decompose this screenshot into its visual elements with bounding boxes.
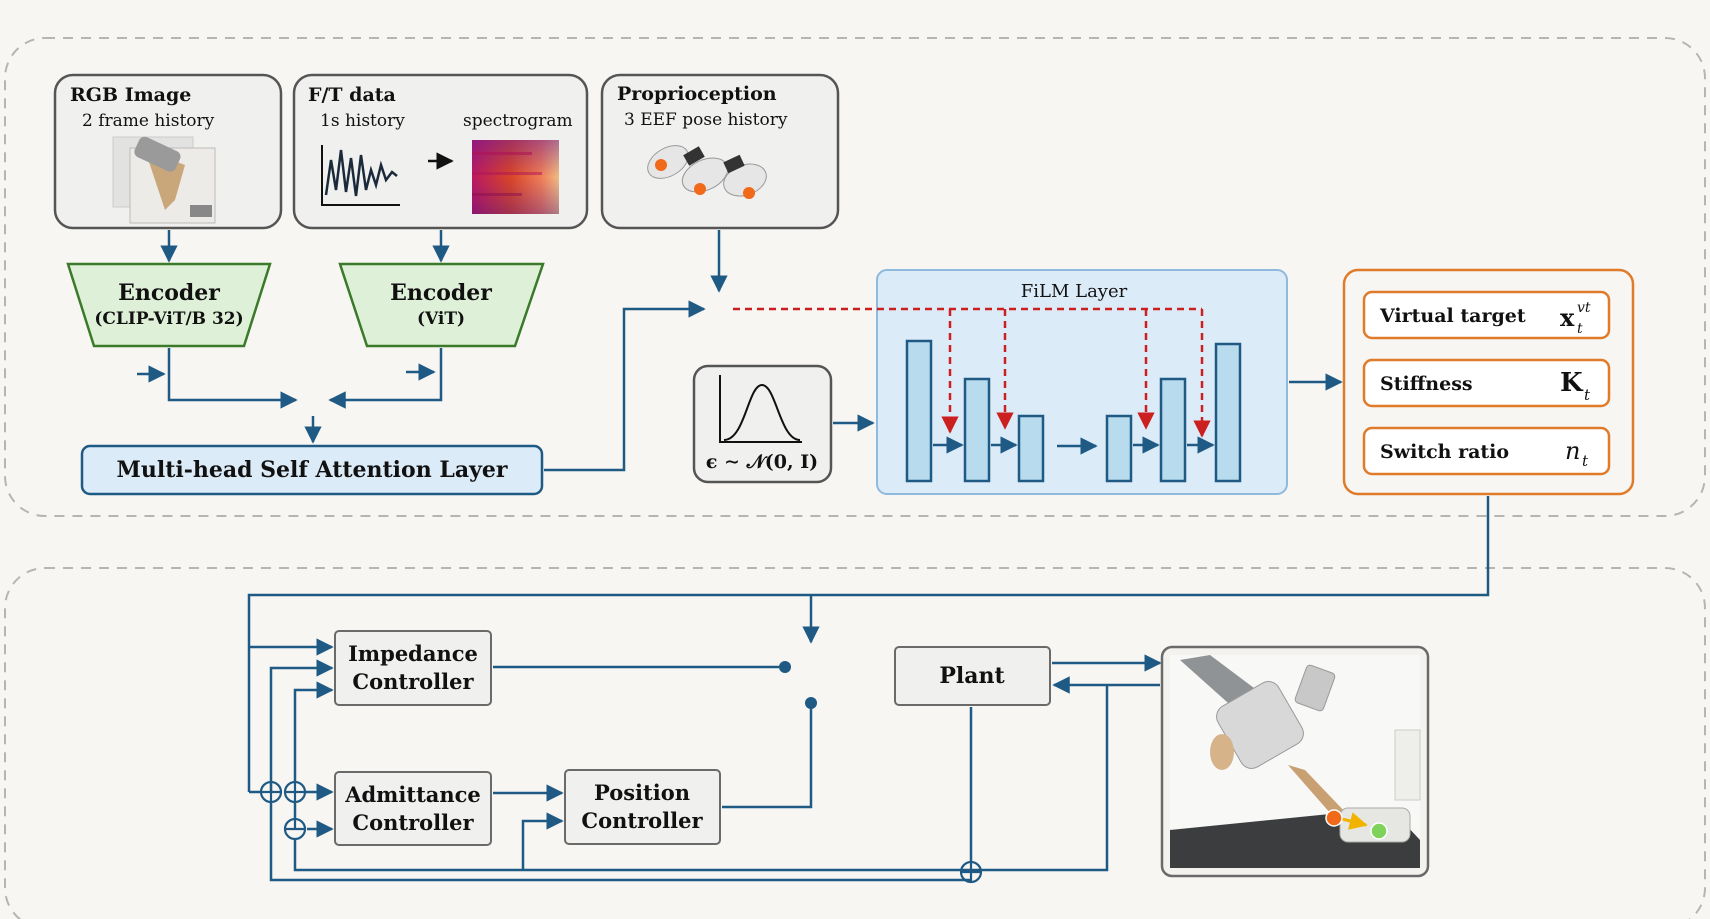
switch-contact-impedance [779, 661, 791, 673]
output-switch-ratio: Switch ratio n t [1362, 426, 1611, 476]
unet-blocks [905, 339, 1242, 483]
position-label-1: Position [594, 780, 690, 805]
vit-encoder: Encoder (ViT) [338, 262, 545, 348]
clip-encoder: Encoder (CLIP-ViT/B 32) [66, 262, 272, 348]
plant-block: Plant [894, 646, 1051, 706]
attention-label: Multi-head Self Attention Layer [117, 457, 508, 483]
control-connectors [247, 496, 1490, 882]
unet-block [1159, 377, 1187, 483]
current-position-marker [1325, 809, 1343, 827]
virtual-target-label: Virtual target [1379, 305, 1526, 327]
output-virtual-target: Virtual target x vt t [1362, 290, 1611, 340]
position-controller: Position Controller [564, 769, 721, 845]
switch-contact-pivot [805, 697, 817, 709]
switch-ratio-sub: t [1582, 452, 1589, 470]
robot-camera-thumbnail [112, 136, 216, 224]
impedance-label-1: Impedance [348, 641, 478, 666]
spectrogram-label: spectrogram [463, 111, 573, 131]
policy-connectors [137, 230, 1343, 472]
ft-data-box: F/T data 1s history spectrogram [292, 73, 589, 230]
film-label: FiLM Layer [1021, 281, 1128, 302]
robot-photo [1160, 645, 1430, 878]
proprioception-subtitle: 3 EEF pose history [624, 110, 788, 130]
rgb-image-title: RGB Image [70, 84, 191, 106]
plant-label: Plant [939, 663, 1005, 689]
unet-block [1017, 414, 1045, 483]
ft-data-subtitle: 1s history [320, 111, 405, 131]
unet-arrows [933, 436, 1215, 455]
clip-encoder-subtitle: (CLIP-ViT/B 32) [94, 309, 243, 329]
unet-block [905, 339, 933, 483]
eef-pose-history-image [647, 145, 767, 199]
film-conditioning-arrows [733, 307, 1211, 438]
output-box: Virtual target x vt t Stiffness K t Swit… [1342, 268, 1635, 496]
target-position-marker [1370, 822, 1388, 840]
stiffness-label: Stiffness [1380, 373, 1473, 395]
target-arrow [1341, 812, 1368, 830]
virtual-target-sup: vt [1577, 300, 1591, 316]
proprioception-title: Proprioception [617, 83, 777, 105]
control-region-frame [4, 567, 1706, 919]
proprioception-box: Proprioception 3 EEF pose history [600, 73, 840, 230]
force-signal-plot [321, 145, 400, 206]
unet-block [1214, 342, 1242, 483]
unet-block [1105, 414, 1133, 483]
rgb-image-subtitle: 2 frame history [82, 111, 215, 131]
stiffness-symbol: K [1560, 368, 1584, 398]
impedance-label-2: Controller [352, 669, 474, 694]
admittance-label-1: Admittance [344, 782, 481, 807]
policy-region-frame [4, 37, 1706, 517]
switch-ratio-label: Switch ratio [1380, 441, 1509, 463]
virtual-target-symbol: x [1560, 303, 1575, 332]
ft-data-title: F/T data [308, 84, 396, 106]
vit-encoder-subtitle: (ViT) [417, 309, 465, 329]
virtual-target-sub: t [1577, 321, 1583, 337]
admittance-label-2: Controller [352, 810, 474, 835]
noise-label: ϵ ∼ 𝒩(0, I) [706, 451, 818, 473]
clip-encoder-title: Encoder [118, 280, 220, 306]
output-stiffness: Stiffness K t [1362, 358, 1611, 408]
unet-block [963, 377, 991, 483]
impedance-controller: Impedance Controller [334, 630, 492, 706]
gaussian-curve-icon [719, 375, 802, 443]
stiffness-sub: t [1584, 386, 1591, 404]
gaussian-noise-box: ϵ ∼ 𝒩(0, I) [692, 364, 833, 484]
position-label-2: Controller [581, 808, 703, 833]
multihead-attention-layer: Multi-head Self Attention Layer [80, 444, 544, 496]
summing-junctions [259, 780, 983, 884]
spectrogram-image [472, 140, 559, 214]
rgb-image-box: RGB Image 2 frame history [53, 73, 283, 230]
vit-encoder-title: Encoder [390, 280, 492, 306]
switch-ratio-symbol: n [1565, 437, 1580, 465]
admittance-controller: Admittance Controller [334, 771, 492, 846]
